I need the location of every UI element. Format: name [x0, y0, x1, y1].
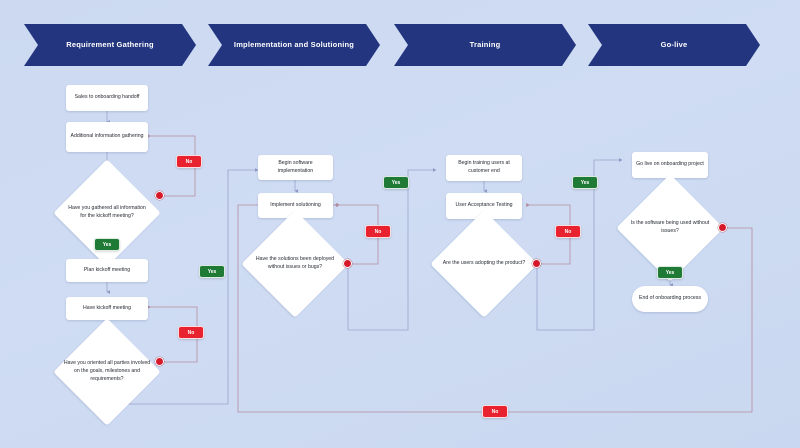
decision-solutions-deployed-without-issues[interactable] — [241, 210, 349, 318]
node-additional-information-gathering[interactable]: Additional information gathering — [66, 122, 148, 152]
phase-requirement-gathering[interactable]: Requirement Gathering — [24, 24, 196, 66]
phase-training[interactable]: Training — [394, 24, 576, 66]
badge-no-d2: No — [178, 326, 204, 339]
node-end-of-onboarding-process[interactable]: End of onboarding process — [632, 286, 708, 312]
badge-yes-d2: Yes — [199, 265, 225, 278]
node-sales-to-onboarding-handoff[interactable]: Sales to onboarding handoff — [66, 85, 148, 111]
decision-exit-dot-d3 — [343, 259, 352, 268]
node-begin-software-implementation[interactable]: Begin software implementation — [258, 155, 333, 180]
decision-exit-dot-d4 — [532, 259, 541, 268]
node-go-live-on-onboarding-project[interactable]: Go live on onboarding project — [632, 152, 708, 178]
badge-yes-d3: Yes — [383, 176, 409, 189]
phase-implementation-and-solutioning[interactable]: Implementation and Solutioning — [208, 24, 380, 66]
badge-yes-d1: Yes — [94, 238, 120, 251]
node-have-kickoff-meeting[interactable]: Have kickoff meeting — [66, 297, 148, 320]
badge-yes-d5: Yes — [657, 266, 683, 279]
badge-no-d1: No — [176, 155, 202, 168]
badge-yes-d4: Yes — [572, 176, 598, 189]
decision-exit-dot-d1 — [155, 191, 164, 200]
badge-no-d5: No — [482, 405, 508, 418]
phase-go-live[interactable]: Go-live — [588, 24, 760, 66]
phase-banner: Requirement Gathering Implementation and… — [0, 24, 800, 66]
decision-parties-oriented[interactable] — [53, 318, 161, 426]
node-plan-kickoff-meeting[interactable]: Plan kickoff meeting — [66, 259, 148, 282]
badge-no-d3: No — [365, 225, 391, 238]
node-begin-training-users[interactable]: Begin training users at customer end — [446, 155, 522, 181]
badge-no-d4: No — [555, 225, 581, 238]
decision-users-adopting-product[interactable] — [430, 210, 538, 318]
decision-exit-dot-d5 — [718, 223, 727, 232]
decision-exit-dot-d2 — [155, 357, 164, 366]
